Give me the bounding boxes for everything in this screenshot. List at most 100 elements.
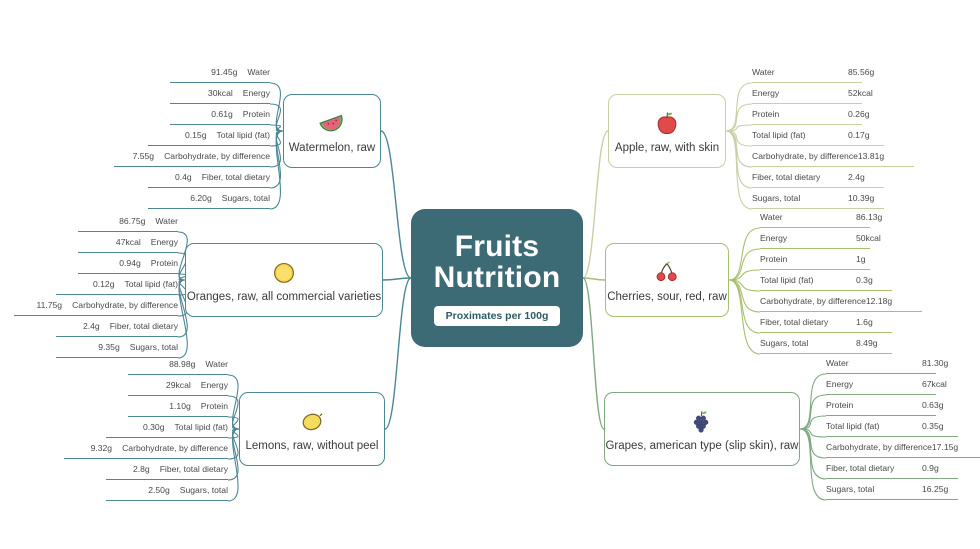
metric-label: Sugars, total xyxy=(221,193,270,203)
metric-label: Protein xyxy=(752,109,780,119)
metric-label: Energy xyxy=(150,237,178,247)
fruit-node-oranges[interactable]: Oranges, raw, all commercial varieties xyxy=(185,243,383,317)
metric-value: 30kcal xyxy=(207,88,233,98)
metric-label: Water xyxy=(205,359,228,369)
metric-row[interactable]: Sugars, total 8.49g xyxy=(760,333,892,354)
metric-value: 1.6g xyxy=(856,317,873,327)
fruit-node-lemons[interactable]: Lemons, raw, without peel xyxy=(239,392,385,466)
center-title-line1: Fruits xyxy=(454,229,540,263)
metric-value: 2.50g xyxy=(148,485,170,495)
metric-value: 0.17g xyxy=(848,130,870,140)
fruit-node-grapes[interactable]: Grapes, american type (slip skin), raw xyxy=(604,392,800,466)
metric-label: Total lipid (fat) xyxy=(826,421,880,431)
metric-label: Fiber, total dietary xyxy=(159,464,228,474)
center-node[interactable]: Fruits Nutrition Proximates per 100g xyxy=(411,209,583,347)
metric-row[interactable]: Total lipid (fat)0.3g xyxy=(760,270,892,291)
metric-value: 6.20g xyxy=(190,193,212,203)
orange-icon xyxy=(267,257,301,287)
metric-value: 81.30g xyxy=(922,358,949,368)
metric-label: Energy xyxy=(200,380,228,390)
metric-value: 0.94g xyxy=(119,258,141,268)
metric-row[interactable]: 2.4g Fiber, total dietary xyxy=(56,316,178,337)
metric-label: Protein xyxy=(150,258,178,268)
metric-value: 2.4g xyxy=(848,172,865,182)
metric-value: 1.10g xyxy=(169,401,191,411)
metric-row[interactable]: 0.94g Protein xyxy=(78,253,178,274)
metric-label: Protein xyxy=(242,109,270,119)
metric-value: 0.26g xyxy=(848,109,870,119)
metric-label: Carbohydrate, by difference xyxy=(122,443,228,453)
metric-value: 91.45g xyxy=(211,67,238,77)
metric-value: 0.4g xyxy=(174,172,192,182)
metric-label: Energy xyxy=(242,88,270,98)
fruit-node-apple[interactable]: Apple, raw, with skin xyxy=(608,94,726,168)
metric-row[interactable]: Protein 0.26g xyxy=(752,104,870,125)
metric-value: 85.56g xyxy=(848,67,875,77)
center-subtitle: Proximates per 100g xyxy=(433,305,561,326)
metric-label: Carbohydrate, by difference xyxy=(72,300,178,310)
metric-value: 9.32g xyxy=(90,443,113,453)
metric-label: Water xyxy=(752,67,775,77)
metric-label: Carbohydrate, by difference xyxy=(826,442,932,452)
fruit-node-label: Watermelon, raw xyxy=(288,142,376,154)
metric-row[interactable]: 0.12g Total lipid (fat) xyxy=(56,274,178,295)
metric-label: Protein xyxy=(200,401,228,411)
metric-value: 50kcal xyxy=(856,233,881,243)
fruit-node-watermelon[interactable]: Watermelon, raw xyxy=(283,94,381,168)
metric-value: 8.49g xyxy=(856,338,878,348)
metric-row[interactable]: 6.20g Sugars, total xyxy=(148,188,270,209)
metric-label: Water xyxy=(826,358,849,368)
metric-label: Carbohydrate, by difference xyxy=(164,151,270,161)
metric-row[interactable]: Water 85.56g xyxy=(752,62,874,83)
metric-label: Fiber, total dietary xyxy=(760,317,829,327)
metric-value: 86.13g xyxy=(856,212,883,222)
metric-row[interactable]: Total lipid (fat)0.17g xyxy=(752,125,884,146)
fruit-node-cherries[interactable]: Cherries, sour, red, raw xyxy=(605,243,729,317)
metric-row[interactable]: 1.10g Protein xyxy=(128,396,228,417)
metric-label: Protein xyxy=(760,254,788,264)
fruit-node-label: Apple, raw, with skin xyxy=(614,142,720,154)
metric-label: Water xyxy=(247,67,270,77)
metric-row[interactable]: 30kcal Energy xyxy=(170,83,270,104)
metric-row[interactable]: Water 81.30g xyxy=(826,353,948,374)
metric-row[interactable]: 7.55g Carbohydrate, by difference xyxy=(114,146,270,167)
metric-label: Fiber, total dietary xyxy=(109,321,178,331)
metric-row[interactable]: 91.45g Water xyxy=(170,62,270,83)
metric-row[interactable]: Total lipid (fat)0.35g xyxy=(826,416,958,437)
metric-row[interactable]: Energy 50kcal xyxy=(760,228,881,249)
metric-value: 0.12g xyxy=(92,279,115,289)
metric-row[interactable]: 9.32g Carbohydrate, by difference xyxy=(64,438,228,459)
metric-label: Total lipid (fat) xyxy=(124,279,179,289)
metric-value: 2.4g xyxy=(82,321,100,331)
metric-label: Energy xyxy=(760,233,788,243)
metric-value: 7.55g xyxy=(132,151,155,161)
metric-label: Carbohydrate, by difference xyxy=(760,296,866,306)
metric-label: Sugars, total xyxy=(826,484,875,494)
metric-label: Sugars, total xyxy=(760,338,809,348)
metric-row[interactable]: Fiber, total dietary 1.6g xyxy=(760,312,892,333)
